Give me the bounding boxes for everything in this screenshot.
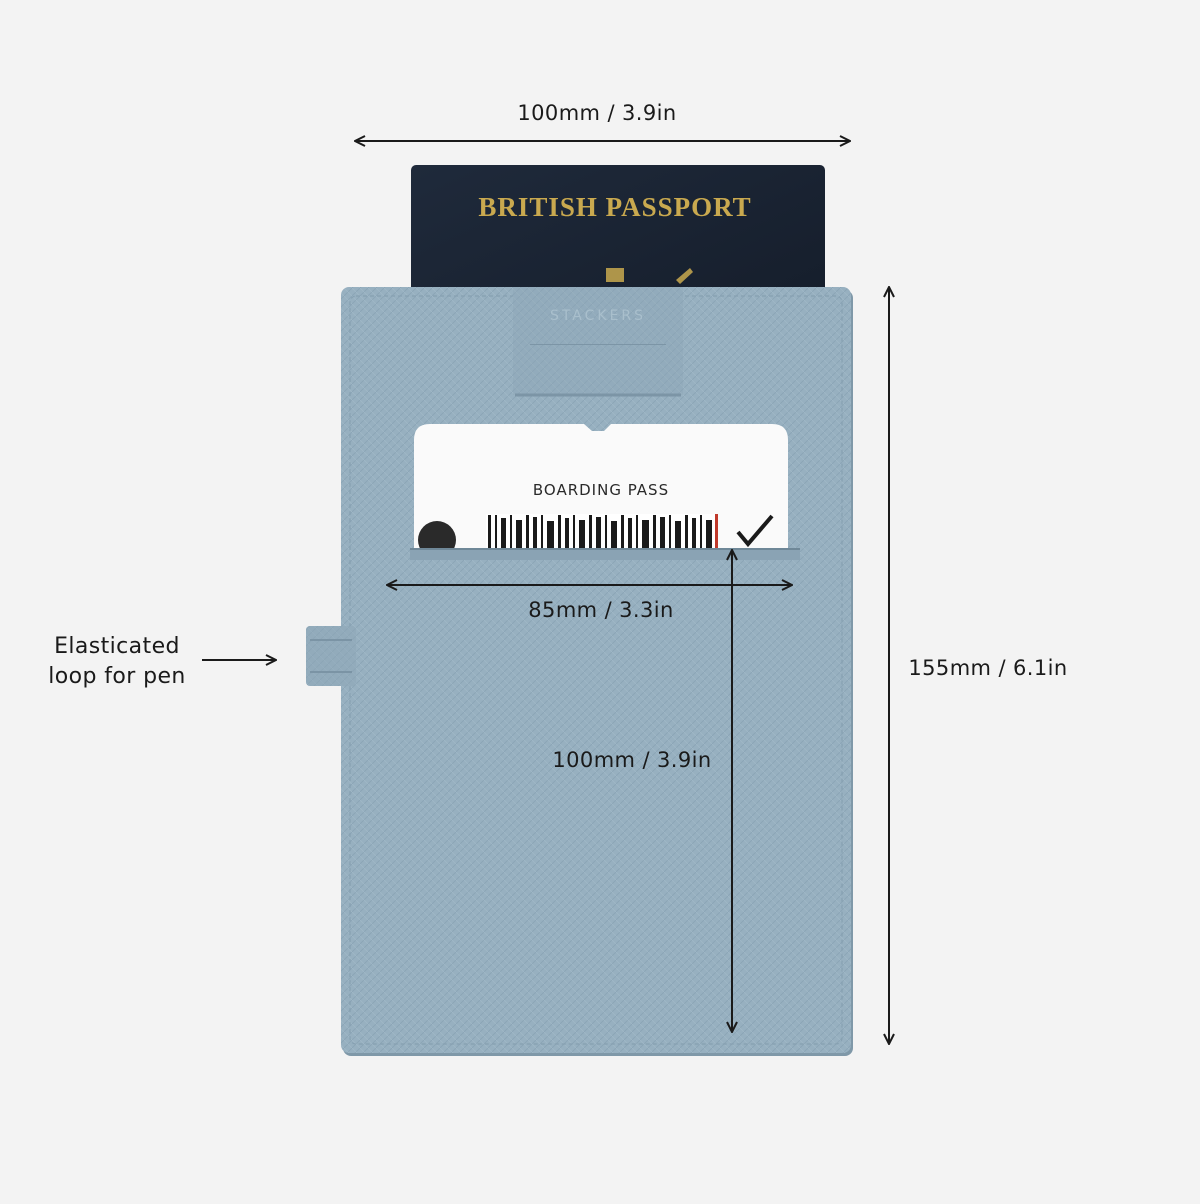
pen-loop-annotation: Elasticated loop for pen [48, 632, 185, 692]
brand-logo: STACKERS [550, 308, 646, 324]
wallet [341, 287, 853, 1056]
card-pocket [410, 548, 800, 560]
pull-tab[interactable]: STACKERS [513, 287, 683, 397]
pen-loop-annotation-line2: loop for pen [48, 664, 186, 689]
crest-icon [606, 268, 693, 284]
passport-title: BRITISH PASSPORT [478, 192, 751, 222]
overall-width-label: 100mm / 3.9in [517, 101, 677, 125]
check-icon [736, 514, 774, 548]
pocket-width-label: 85mm / 3.3in [528, 598, 674, 622]
pen-loop[interactable] [306, 626, 356, 686]
barcode [486, 514, 718, 548]
boarding-pass: BOARDING PASS [414, 424, 788, 559]
pocket-height-label: 100mm / 3.9in [552, 748, 712, 772]
boarding-pass-title: BOARDING PASS [533, 481, 669, 499]
pen-loop-annotation-line1: Elasticated [54, 634, 180, 659]
overall-height-label: 155mm / 6.1in [908, 656, 1068, 680]
